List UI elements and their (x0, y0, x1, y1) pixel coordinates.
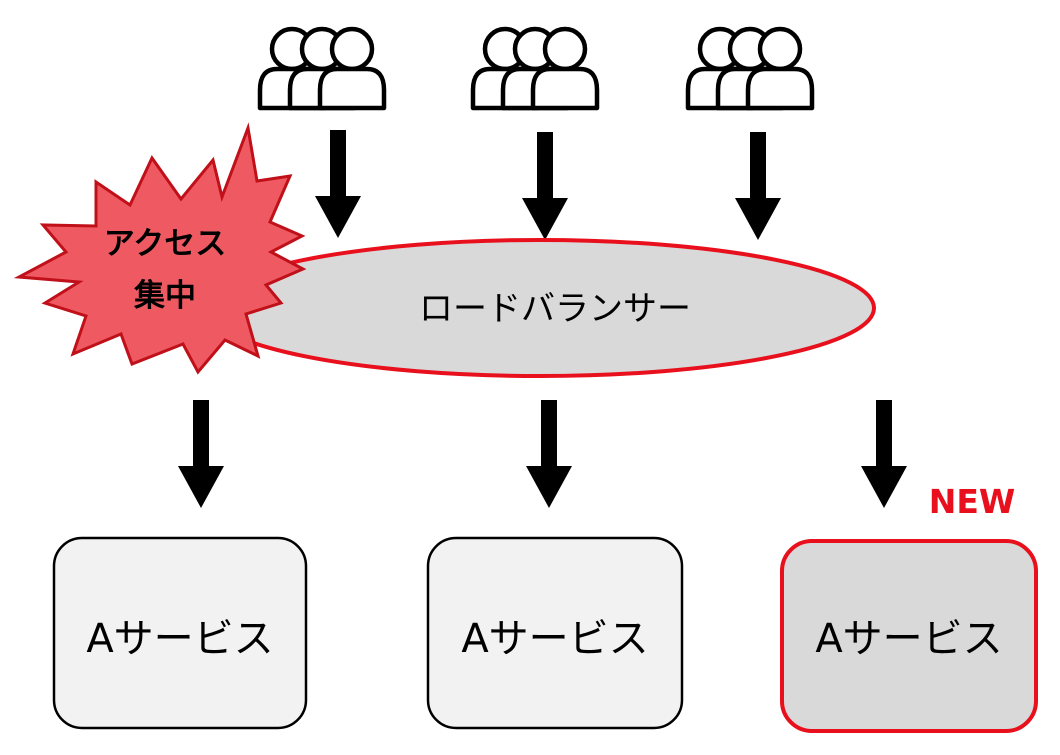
arrow-down-icon (735, 132, 781, 240)
arrow-down-icon (526, 400, 572, 508)
access-burst: アクセス 集中 (13, 122, 307, 375)
burst-shape (13, 122, 307, 375)
burst-label-line2: 集中 (133, 278, 196, 314)
arrow-down-icon (861, 400, 907, 508)
new-badge: NEW (929, 482, 1016, 521)
arrow-down-icon (315, 130, 361, 238)
service-label: Aサービス (86, 616, 273, 662)
users-icon (260, 29, 384, 108)
burst-label-line1: アクセス (104, 226, 226, 262)
users-icon (473, 29, 597, 108)
user-group-left (260, 29, 384, 108)
user-group-right (688, 29, 812, 108)
service-label: Aサービス (815, 616, 1002, 662)
users-icon (688, 29, 812, 108)
arrow-down-icon (522, 132, 568, 240)
service-label: Aサービス (461, 616, 648, 662)
load-balancer-label: ロードバランサー (419, 289, 691, 329)
arrow-down-icon (178, 400, 224, 508)
user-group-center (473, 29, 597, 108)
load-balancer: ロードバランサー (204, 238, 876, 378)
service-box: Aサービス (426, 536, 684, 730)
service-box-new: Aサービス (780, 539, 1038, 733)
service-box: Aサービス (52, 536, 308, 730)
